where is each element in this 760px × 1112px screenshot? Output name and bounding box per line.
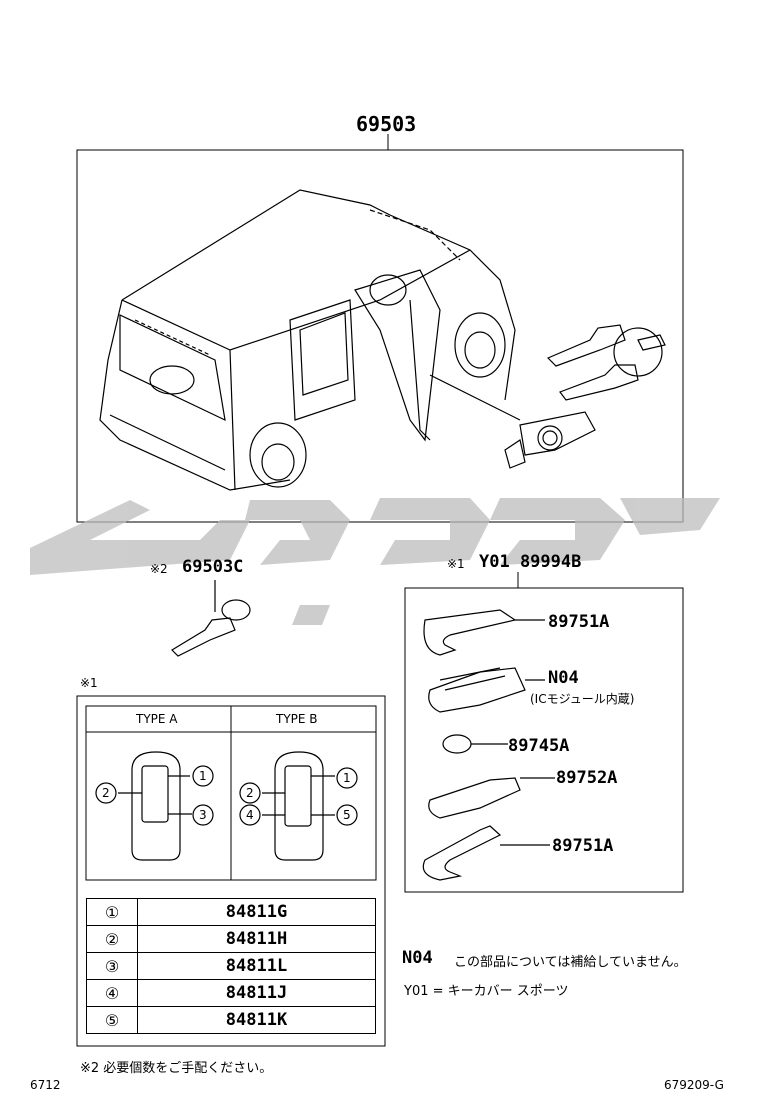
type-a-header: TYPE A <box>136 712 178 726</box>
row-part-number: 84811H <box>137 925 376 953</box>
callout-number: 3 <box>199 808 207 822</box>
row-part-number: 84811K <box>137 1006 376 1034</box>
fob-type-a <box>95 751 214 861</box>
callout-number: 1 <box>343 771 351 785</box>
lock-cylinder-illustration <box>429 374 596 469</box>
table-row: ④ 84811J <box>86 979 376 1007</box>
assembly-frame <box>76 149 684 523</box>
n04-note-code: N04 <box>402 948 433 968</box>
kit-part-note: (ICモジュール内蔵) <box>530 692 635 706</box>
fob-type-b <box>239 751 358 861</box>
footer-right-code: 679209-G <box>664 1078 724 1092</box>
table-row: ⑤ 84811K <box>86 1006 376 1034</box>
kit-mark: ※1 <box>447 557 465 571</box>
kit-parts-illustration <box>422 609 555 881</box>
n04-note-text: この部品については補給していません。 <box>454 955 687 970</box>
side-key-part-number: 69503C <box>182 557 244 577</box>
key-part-table: ① 84811G ② 84811H ③ 84811L ④ 84811J ⑤ 84… <box>86 898 376 1034</box>
row-number: ④ <box>86 979 138 1007</box>
keytype-mark: ※1 <box>80 676 98 690</box>
side-key-mark: ※2 <box>150 562 168 576</box>
kit-part-label: 89752A <box>556 768 618 788</box>
watermark-logo <box>30 498 720 625</box>
row-number: ③ <box>86 952 138 980</box>
row-number: ⑤ <box>86 1006 138 1034</box>
kit-part-label: 89751A <box>552 836 614 856</box>
footer-left-code: 6712 <box>30 1078 61 1092</box>
kit-part-label: N04 <box>548 668 579 688</box>
callout-number: 1 <box>199 769 207 783</box>
row-number: ② <box>86 925 138 953</box>
type-b-header: TYPE B <box>276 712 318 726</box>
callout-number: 2 <box>102 786 110 800</box>
callout-number: 4 <box>246 808 254 822</box>
row-part-number: 84811L <box>137 952 376 980</box>
row-number: ① <box>86 898 138 926</box>
assembly-part-number: 69503 <box>356 112 417 136</box>
kit-frame <box>404 587 684 893</box>
keys-illustration <box>546 324 666 401</box>
kit-part-label: 89745A <box>508 736 570 756</box>
y01-note: Y01 = キーカバー スポーツ <box>404 984 569 999</box>
footnote: ※2 必要個数をご手配ください。 <box>80 1061 273 1076</box>
kit-part-number: Y01 89994B <box>479 552 582 572</box>
vehicle-illustration <box>99 189 516 491</box>
table-row: ③ 84811L <box>86 952 376 980</box>
table-row: ① 84811G <box>86 898 376 926</box>
kit-part-label: 89751A <box>548 612 610 632</box>
callout-number: 5 <box>343 808 351 822</box>
row-part-number: 84811J <box>137 979 376 1007</box>
table-row: ② 84811H <box>86 925 376 953</box>
emergency-key-illustration <box>171 580 251 657</box>
row-part-number: 84811G <box>137 898 376 926</box>
callout-number: 2 <box>246 786 254 800</box>
keytype-outer-frame <box>76 695 386 1047</box>
